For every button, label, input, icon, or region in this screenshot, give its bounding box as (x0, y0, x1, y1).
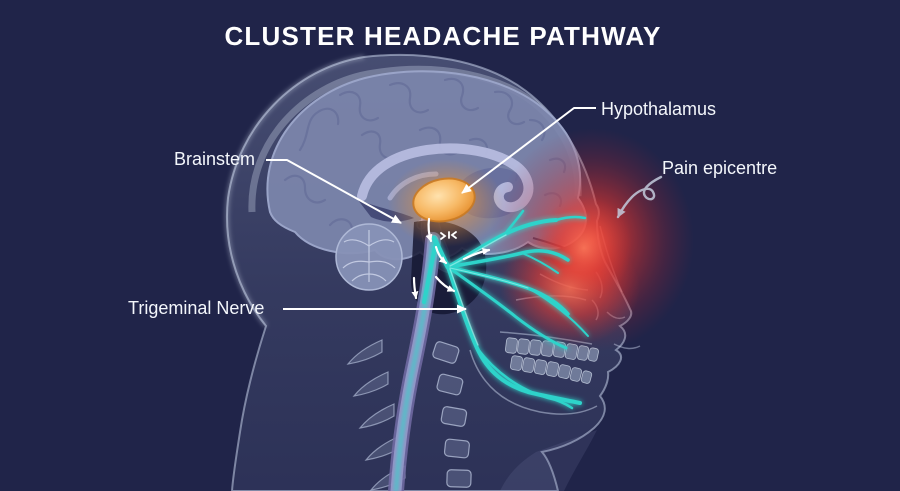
label-brainstem: Brainstem (174, 149, 256, 169)
label-hypothalamus: Hypothalamus (601, 99, 717, 119)
cerebellum (335, 223, 403, 291)
neck-front-shading (500, 430, 597, 491)
trigeminal-nerve-branches (422, 209, 589, 410)
pathway-arrow-jaw-icon (434, 275, 456, 293)
pathway-arrow-curve-icon (434, 245, 448, 265)
annotation-leader-lines (266, 107, 596, 314)
label-pain-epicentre: Pain epicentre (662, 158, 778, 178)
pain-epicentre-arrow (616, 175, 663, 219)
pathway-arrow-right-icon (462, 247, 491, 261)
label-trigeminal-nerve: Trigeminal Nerve (128, 298, 265, 318)
page-title: CLUSTER HEADACHE PATHWAY (224, 21, 662, 51)
hypothalamus-leader-arrow (461, 107, 596, 194)
impulse-spark-icon (440, 231, 457, 240)
hypothalamus-highlight (388, 159, 504, 247)
pathway-arrows (411, 217, 491, 300)
teeth (505, 337, 599, 384)
brainstem-leader-arrow (266, 159, 402, 224)
pathway-arrow-down-icon (425, 217, 433, 243)
pathway-arrow-spine-icon (411, 276, 419, 300)
